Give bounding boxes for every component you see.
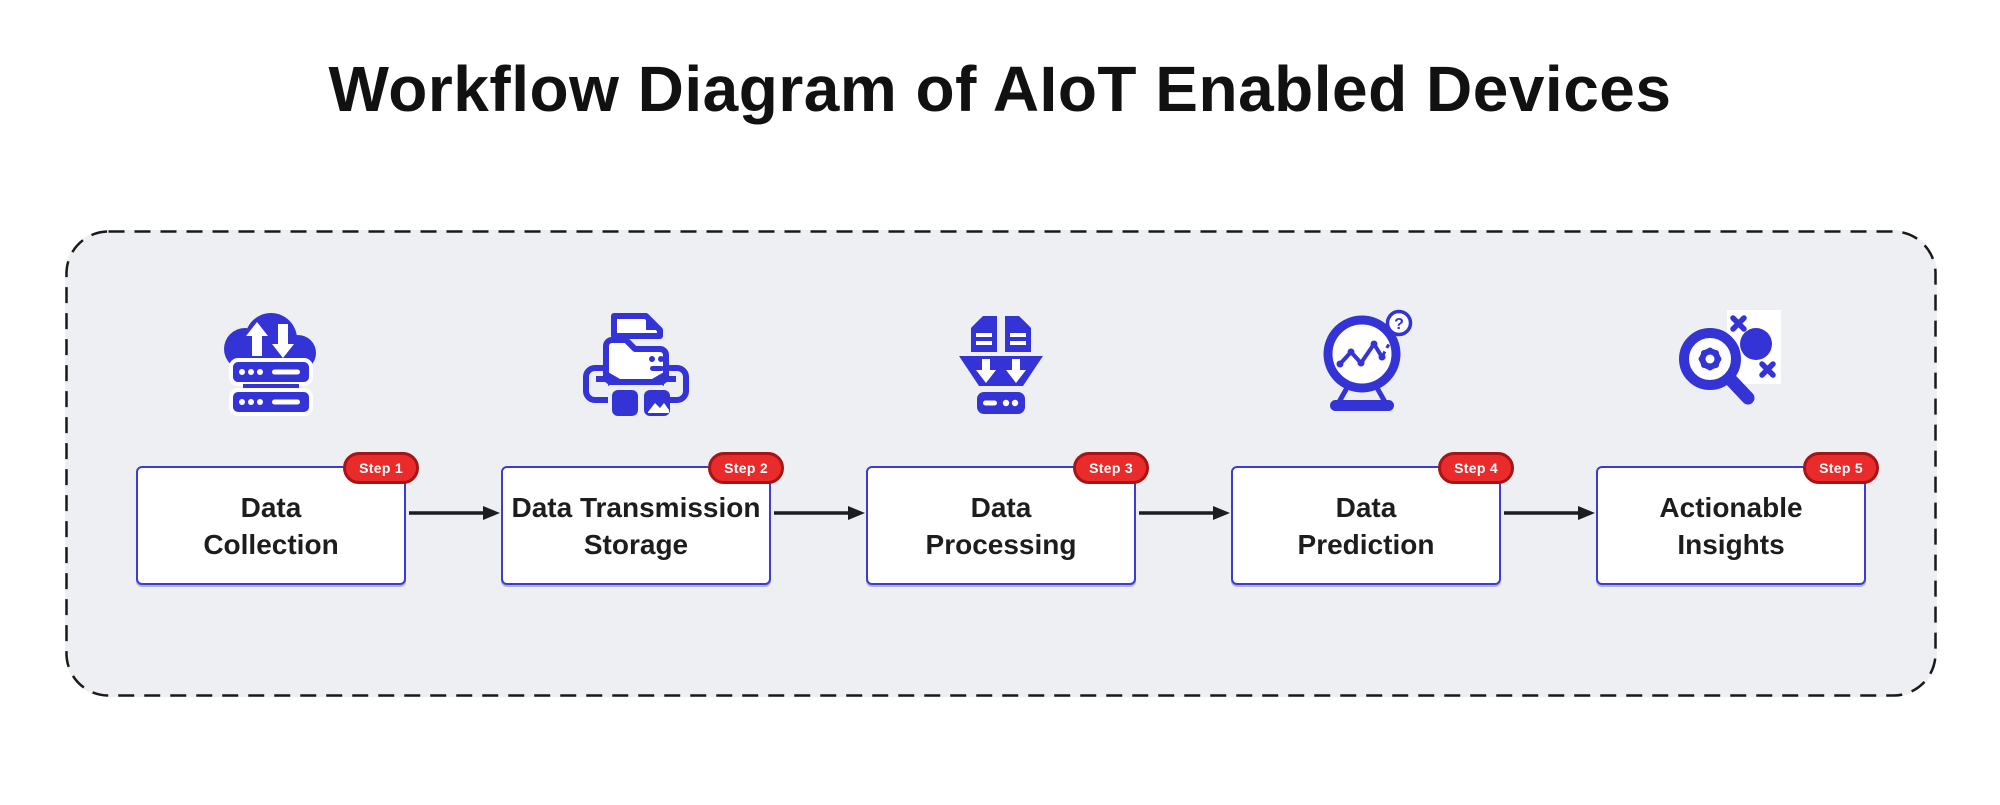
step-box-data-collection: Step 1 Data Collection (136, 452, 419, 585)
step-label-line2: Insights (1677, 528, 1785, 560)
step-label-line1: Data (1335, 491, 1397, 523)
flow-arrow-3 (1139, 506, 1230, 520)
step-badge: Step 3 (1073, 452, 1149, 484)
step-badge: Step 5 (1803, 452, 1879, 484)
step-column-1: Step 1 Data Collection (136, 230, 419, 697)
svg-text:?: ? (1394, 316, 1404, 333)
page-title: Workflow Diagram of AIoT Enabled Devices (328, 53, 1672, 125)
step-box-actionable-insights: Step 5 Actionable Insights (1596, 452, 1879, 585)
gear-icon (1698, 347, 1722, 371)
step-badge: Step 1 (343, 452, 419, 484)
step-label-line1: Data (970, 491, 1032, 523)
flow-arrow-2 (774, 506, 865, 520)
step-label-line1: Data Transmission (511, 491, 761, 523)
step-label-line2: Collection (203, 528, 339, 560)
documents-funnel-server-icon (959, 316, 1043, 414)
step-label-line2: Storage (583, 528, 689, 560)
step-label-line2: Prediction (1297, 528, 1435, 560)
step-column-4: ? Step 4 Data Prediction (1231, 230, 1514, 697)
step-column-5: Step 5 Actionable Insights (1596, 230, 1879, 697)
step-column-2: Step 2 Data Transmission Storage (501, 230, 784, 697)
flow-arrow-4 (1504, 506, 1595, 520)
step-badge: Step 2 (708, 452, 784, 484)
folder-transfer-storage-icon (583, 313, 689, 416)
step-badge: Step 4 (1438, 452, 1514, 484)
step-box-data-transmission-storage: Step 2 Data Transmission Storage (501, 452, 784, 585)
step-box-data-processing: Step 3 Data Processing (866, 452, 1149, 585)
step-column-3: Step 3 Data Processing (866, 230, 1149, 697)
steps-row: Step 1 Data Collection (136, 230, 1879, 697)
step-label-line1: Data (240, 491, 302, 523)
step-label-line2: Processing (925, 528, 1077, 560)
workflow-panel: Step 1 Data Collection (65, 230, 1937, 697)
crystal-ball-chart-question-icon: ? (1323, 309, 1413, 411)
cloud-upload-download-server-icon (224, 313, 316, 416)
magnifier-gear-insights-icon (1679, 310, 1781, 405)
flow-arrow-1 (409, 506, 500, 520)
step-box-data-prediction: Step 4 Data Prediction (1231, 452, 1514, 585)
step-label-line1: Actionable (1659, 491, 1803, 523)
